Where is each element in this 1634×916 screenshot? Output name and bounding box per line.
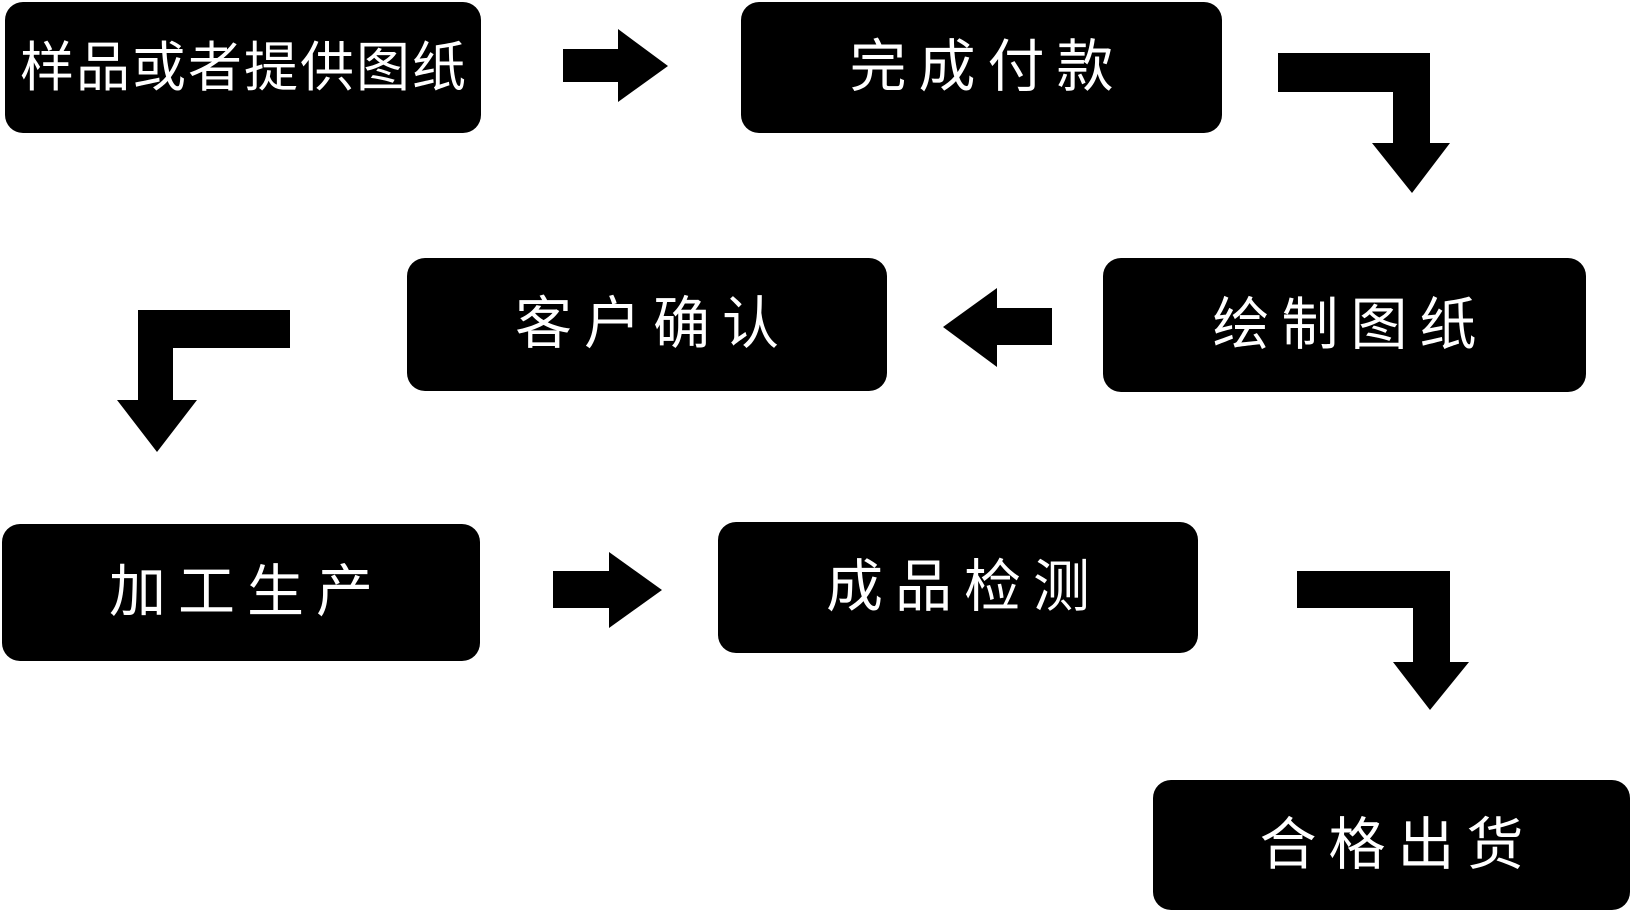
arrow-elbow-down-left-icon [117, 310, 290, 452]
flow-node-sample-or-provide-drawings: 样品或者提供图纸 [5, 2, 481, 133]
flow-node-customer-confirmation: 客户确认 [407, 258, 887, 391]
flow-node-label: 客户确认 [515, 291, 791, 357]
arrow-elbow-down-right-icon [1297, 571, 1469, 710]
flow-node-draw-drawings: 绘制图纸 [1103, 258, 1586, 392]
flow-node-finished-product-inspection: 成品检测 [718, 522, 1198, 653]
flow-node-label: 合格出货 [1259, 811, 1536, 878]
flow-node-label: 加工生产 [109, 559, 385, 625]
flow-node-qualified-shipment: 合格出货 [1153, 780, 1630, 910]
flow-node-label: 完成付款 [849, 34, 1126, 100]
flow-node-complete-payment: 完成付款 [741, 2, 1222, 133]
flow-node-label: 成品检测 [826, 554, 1102, 620]
arrow-right-icon [553, 552, 662, 628]
arrow-elbow-down-right-icon [1278, 53, 1450, 193]
flow-node-label: 绘制图纸 [1212, 291, 1489, 358]
flow-node-label: 样品或者提供图纸 [20, 35, 468, 99]
arrow-right-icon [563, 29, 668, 102]
flow-node-processing-production: 加工生产 [2, 524, 480, 661]
arrow-left-icon [943, 288, 1052, 367]
